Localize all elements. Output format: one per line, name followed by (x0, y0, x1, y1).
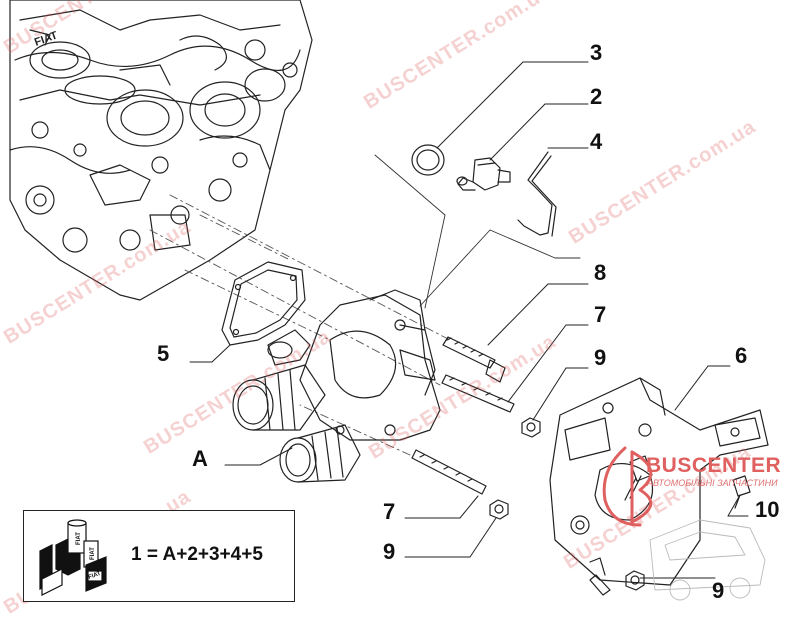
callout-6: 6 (735, 343, 748, 368)
kit-formula: 1 = A+2+3+4+5 (131, 544, 263, 565)
engine-block: FIAT (9, 0, 313, 301)
callout-a: A (192, 446, 208, 471)
callout-3: 3 (590, 40, 603, 65)
callout-leaders (189, 61, 749, 579)
callout-10: 10 (755, 497, 780, 522)
gasket (221, 261, 306, 346)
callout-7: 7 (594, 302, 607, 327)
buscenter-logo-mark (602, 446, 653, 527)
thermostat-housing (232, 289, 441, 483)
nuts (489, 417, 645, 591)
bolts (411, 336, 515, 495)
callout-9: 9 (712, 578, 725, 603)
callout-9: 9 (594, 345, 607, 370)
o-ring (411, 144, 445, 176)
van-sketch (649, 519, 766, 601)
callout-2: 2 (590, 84, 603, 109)
retaining-clip (517, 151, 557, 237)
kit-composition-box: FIAT FIAT FIAT 1 = A+2+3+4+5 (23, 510, 295, 602)
callout-4: 4 (590, 129, 603, 154)
kit-icon: FIAT FIAT FIAT (39, 519, 107, 596)
mounting-bracket (549, 377, 769, 586)
callout-5: 5 (157, 341, 170, 366)
kit-label-top: FIAT (76, 532, 82, 545)
logo-brand-text: BUSCENTER (646, 454, 782, 477)
temperature-sensor (456, 157, 511, 191)
kit-label-bottom: FIAT (88, 571, 102, 581)
callout-8: 8 (594, 260, 607, 285)
alignment-lines (149, 194, 451, 456)
logo-subtitle: АВТОМОБІЛЬНІ ЗАПЧАСТИНИ (647, 478, 778, 488)
kit-label-mid: FIAT (90, 547, 96, 560)
reference-lines (374, 154, 581, 309)
callout-9: 9 (383, 539, 396, 564)
callout-7: 7 (383, 499, 396, 524)
